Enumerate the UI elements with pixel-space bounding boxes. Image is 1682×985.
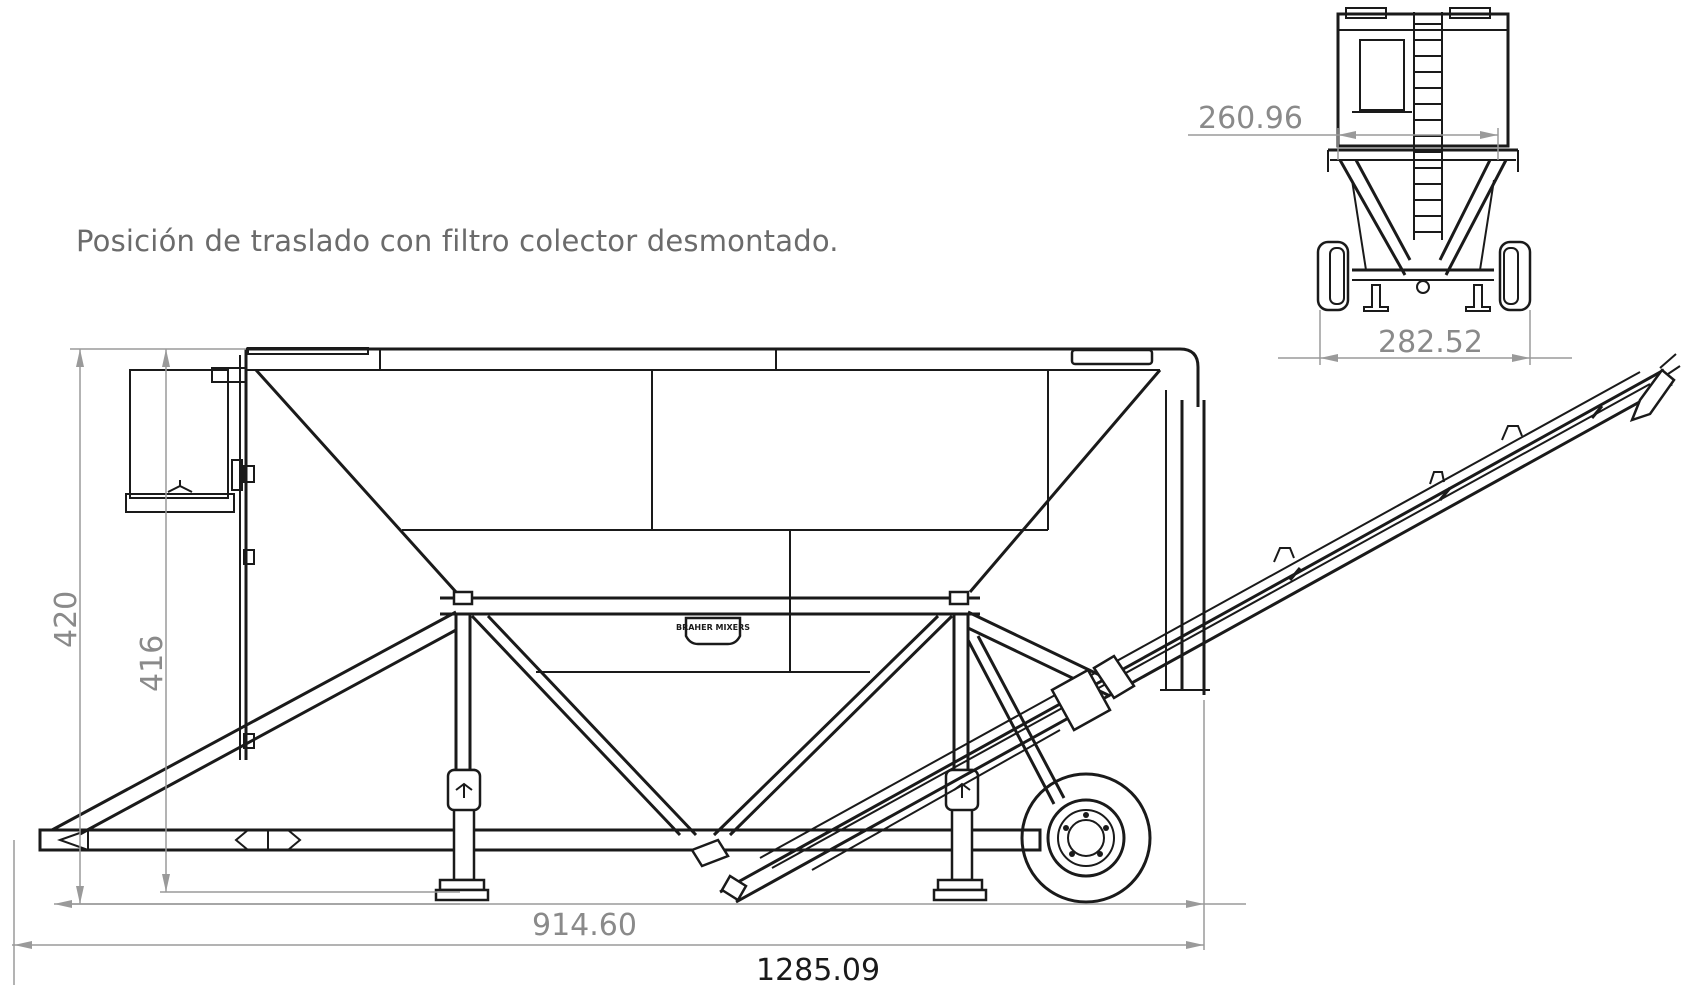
side-view: BRAHER MIXERS [38, 347, 1681, 904]
dimension-total-height: 420 [49, 591, 84, 648]
side-dimensions: 420 416 914.60 1285.09 [12, 348, 1246, 985]
auger-conveyor [690, 353, 1681, 904]
dimension-track-width: 282.52 [1378, 325, 1483, 360]
side-wheel [1020, 772, 1152, 904]
drawing-caption: Posición de traslado con filtro colector… [76, 224, 839, 258]
front-view: 260.96 282.52 [1188, 7, 1572, 365]
logo-text: BRAHER MIXERS [676, 623, 750, 632]
front-ladder-rungs [1414, 23, 1442, 233]
dimension-hopper-height: 416 [135, 635, 170, 692]
left-jack [434, 768, 490, 902]
dimension-top-width: 260.96 [1198, 101, 1303, 136]
logo-plate: BRAHER MIXERS [676, 616, 750, 646]
dimension-axle-span: 914.60 [532, 908, 637, 943]
dimension-total-length: 1285.09 [756, 953, 880, 985]
